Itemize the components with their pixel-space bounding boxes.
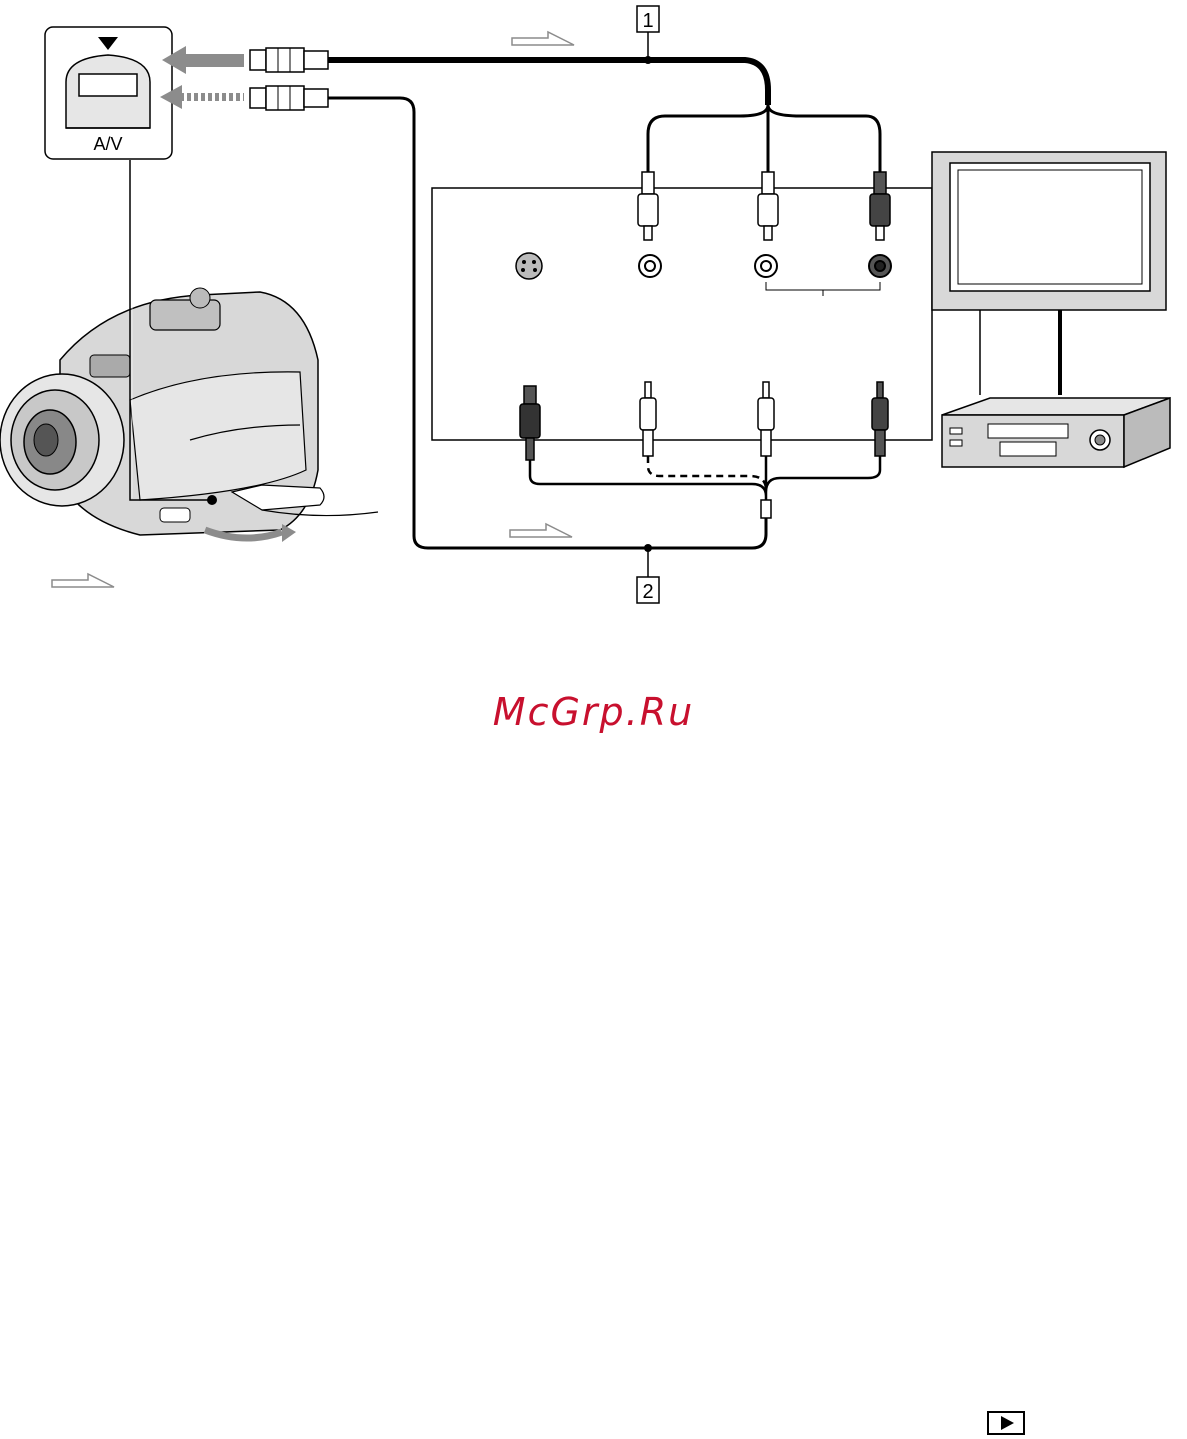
- audio-bracket: [766, 282, 880, 296]
- play-icon: [987, 1411, 1025, 1435]
- vcr-icon: [942, 398, 1170, 467]
- connection-diagram: A/V 1 2: [0, 0, 1187, 620]
- tv-icon: [932, 152, 1166, 395]
- signal-arrow-bottom: [510, 524, 572, 537]
- rca-plug-top-yellow: [638, 172, 658, 240]
- cable-1-plug: [250, 48, 328, 72]
- s-video-jack: [516, 253, 542, 279]
- av-jack-label: A/V: [93, 134, 122, 154]
- rca-plug-bottom-white: [758, 382, 774, 456]
- cable-2-plug: [250, 86, 328, 110]
- cable-1-branches: [648, 105, 880, 172]
- rca-plug-top-red: [870, 172, 890, 240]
- cable-2-line: [328, 98, 766, 548]
- rca-plug-top-white: [758, 172, 778, 240]
- input-panel-box: [432, 188, 932, 440]
- camcorder-icon: [0, 288, 378, 542]
- cable-2-branches: [530, 456, 880, 500]
- video-jack: [639, 255, 661, 277]
- s-video-plug-bottom: [520, 386, 540, 460]
- signal-arrow-legend: [52, 574, 114, 587]
- rca-plug-bottom-yellow: [640, 382, 656, 456]
- insert-arrow-solid: [162, 46, 244, 74]
- audio-right-jack: [869, 255, 891, 277]
- signal-arrow-top: [512, 32, 574, 45]
- audio-left-jack: [755, 255, 777, 277]
- av-jack-box: A/V: [45, 27, 172, 159]
- cable-2-junction: [761, 500, 771, 518]
- watermark: McGrp.Ru: [0, 690, 1187, 734]
- rca-plug-bottom-red: [872, 382, 888, 456]
- cable-2-number: 2: [642, 581, 653, 603]
- cable-1-number: 1: [642, 10, 653, 32]
